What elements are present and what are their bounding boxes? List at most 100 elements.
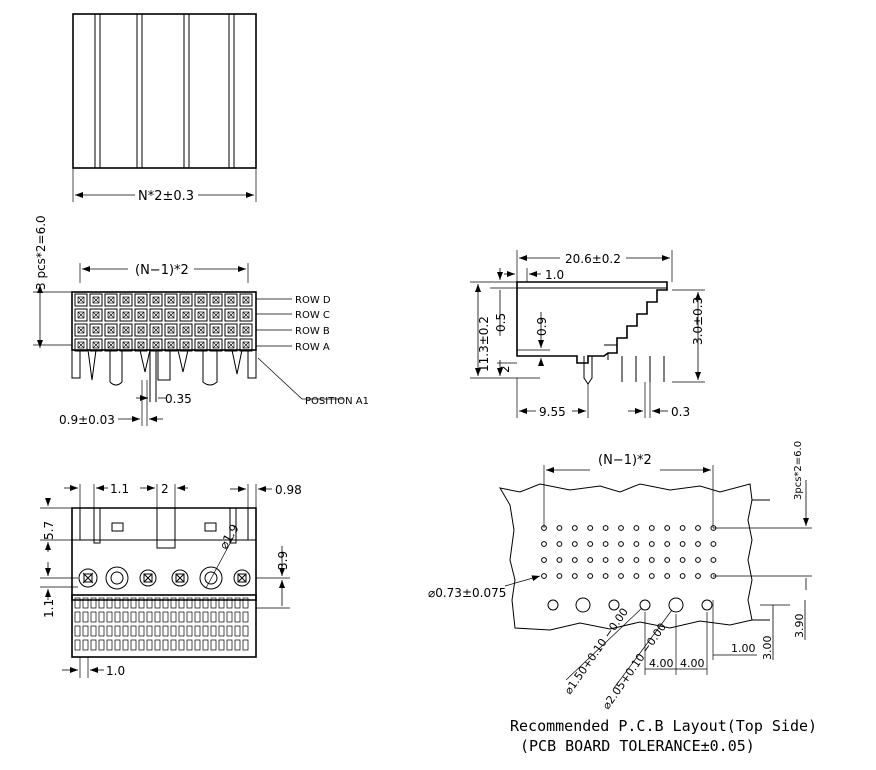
bottom-pin	[74, 611, 81, 623]
pcb-hole	[648, 541, 655, 547]
bottom-pin	[138, 597, 145, 609]
bottom-pin	[234, 597, 241, 609]
contact-cross	[92, 326, 100, 334]
bottom-dim-57: 5.7	[42, 521, 56, 540]
bottom-pin	[234, 639, 241, 651]
bottom-pin	[210, 639, 217, 651]
pcb-dim-400a: 4.00	[649, 657, 674, 670]
bottom-pin	[210, 625, 217, 637]
pcb-hole	[556, 557, 563, 563]
contact-cross	[92, 311, 100, 319]
bottom-pin	[226, 597, 233, 609]
bottom-pin	[82, 639, 89, 651]
bottom-pin	[218, 611, 225, 623]
contact-cross	[77, 341, 85, 349]
pcb-hole	[664, 525, 671, 531]
bottom-pin	[90, 625, 97, 637]
pcb-hole	[571, 557, 578, 563]
contact-pin	[137, 296, 145, 304]
bottom-dim-39: 3.9	[276, 551, 290, 570]
contact-cross	[92, 296, 100, 304]
bottom-pin	[82, 597, 89, 609]
bottom-dim-19: ⌀1.9	[216, 522, 241, 552]
row-labels: ROW D ROW C ROW B ROW A	[256, 295, 331, 353]
pcb-hole	[556, 573, 563, 579]
bottom-pin	[138, 625, 145, 637]
contact-pin	[227, 341, 235, 349]
bottom-pin	[226, 625, 233, 637]
contact-pin	[92, 326, 100, 334]
front-pitch-dim: (N−1)*2	[135, 263, 189, 278]
bottom-pin	[130, 611, 137, 623]
contact-cross	[212, 311, 220, 319]
contact-pin	[182, 326, 190, 334]
bottom-pin	[106, 597, 113, 609]
bottom-pin	[98, 639, 105, 651]
pcb-hole	[695, 525, 701, 531]
bottom-pin	[210, 611, 217, 623]
contact-cross	[77, 326, 85, 334]
pcb-hole	[618, 541, 624, 547]
contact-cross	[77, 311, 85, 319]
bottom-pin	[146, 597, 153, 609]
contact-pin	[227, 311, 235, 319]
contact-cross	[182, 341, 190, 349]
contact-cell	[74, 338, 88, 352]
side-dim-2: 2	[498, 365, 512, 373]
bottom-pin	[218, 625, 225, 637]
bottom-pin	[202, 639, 209, 651]
contact-pin	[77, 296, 85, 304]
contact-cross	[182, 326, 190, 334]
pin-offset-dim: 0.9±0.03	[59, 413, 115, 427]
pin-width-dim: 0.35	[165, 392, 192, 406]
contact-cell	[89, 308, 103, 322]
bottom-pin	[218, 639, 225, 651]
contact-cross	[152, 341, 160, 349]
front-view: (N−1)*2 3 pcs*2=6.0 ROW D ROW C ROW B RO…	[33, 215, 369, 427]
contact-cell	[224, 308, 238, 322]
pcb-hole	[664, 557, 671, 563]
contact-cross	[182, 311, 190, 319]
pcb-hole	[587, 525, 594, 531]
contact-cross	[137, 341, 145, 349]
bottom-pin	[114, 639, 121, 651]
bottom-pin	[74, 639, 81, 651]
pcb-hole	[695, 541, 701, 547]
pcb-hole	[710, 557, 717, 563]
row-d-label: ROW D	[295, 295, 331, 306]
bottom-pin	[146, 611, 153, 623]
bottom-pin	[130, 639, 137, 651]
pcb-hole	[556, 525, 563, 531]
contact-cross	[167, 341, 175, 349]
bottom-pin	[114, 597, 121, 609]
contact-cell	[119, 338, 133, 352]
bottom-pin	[162, 611, 169, 623]
contact-cross	[152, 296, 160, 304]
contact-cell	[74, 293, 88, 307]
contact-cross	[137, 296, 145, 304]
bottom-pin	[162, 625, 169, 637]
contact-cell	[149, 308, 163, 322]
contact-cell	[194, 308, 208, 322]
pcb-hole	[618, 573, 624, 579]
contact-cross	[197, 326, 205, 334]
pcb-hole	[571, 525, 578, 531]
contact-cross	[137, 311, 145, 319]
contact-cell	[104, 293, 118, 307]
bottom-pin	[122, 639, 129, 651]
contact-cell	[74, 323, 88, 337]
contact-cell	[224, 338, 238, 352]
bottom-pin	[178, 625, 185, 637]
bottom-pin	[154, 611, 161, 623]
pcb-hole-dim: ⌀0.73±0.075	[428, 586, 506, 600]
pcb-hole	[587, 573, 594, 579]
bottom-dim-10: 1.0	[106, 664, 125, 678]
bottom-pin	[146, 639, 153, 651]
contact-pin	[107, 296, 115, 304]
bottom-pin	[82, 611, 89, 623]
bottom-view: 1.1 2 0.98 5.7 1.1 ⌀1.9 3.9 1.0	[40, 482, 302, 678]
pcb-hole	[602, 557, 609, 563]
bottom-pin	[138, 639, 145, 651]
pcb-hole	[633, 541, 640, 547]
pcb-caption-line1: Recommended P.C.B Layout(Top Side)	[510, 717, 817, 735]
